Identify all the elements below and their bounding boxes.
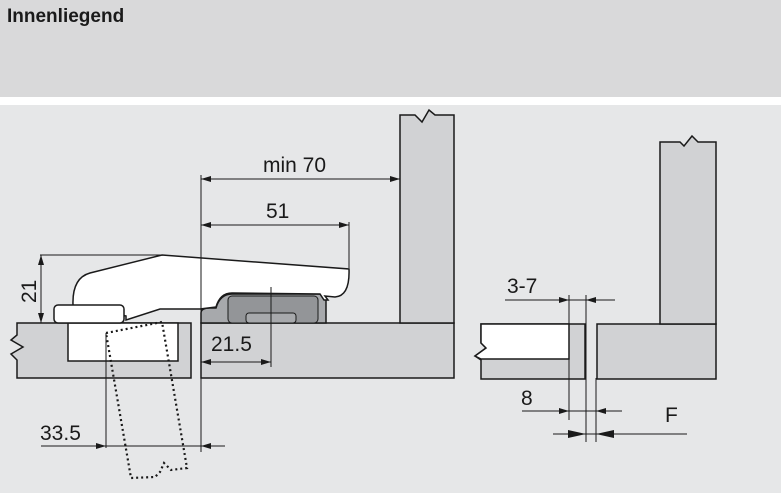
cup-recess <box>67 322 179 362</box>
dim-8-label: 8 <box>521 387 533 410</box>
dim-21-label: 21 <box>18 280 41 303</box>
hinge-diagram: min 70 51 21 21.5 33.5 3-7 8 F <box>0 105 781 493</box>
door-open-outline <box>104 320 189 480</box>
page-title: Innenliegend <box>7 6 125 27</box>
dim-51-label: 51 <box>266 200 289 223</box>
dim-21-5-label: 21.5 <box>211 333 252 356</box>
door-white-face <box>473 323 570 360</box>
dim-min70-label: min 70 <box>263 154 326 177</box>
hinge-cup-cap <box>53 304 125 324</box>
cabinet-side-right <box>596 323 717 380</box>
header-bar: Innenliegend <box>0 0 781 97</box>
dim-33-5-label: 33.5 <box>40 422 81 445</box>
right-dimensions <box>505 295 687 442</box>
left-dimensions <box>38 175 400 452</box>
cabinet-vertical-panel <box>399 108 455 324</box>
right-view <box>473 134 717 380</box>
dim-3-7-label: 3-7 <box>507 275 537 298</box>
cabinet-vertical-right <box>659 134 717 325</box>
hinge-arm <box>72 254 350 322</box>
dim-F-label: F <box>665 404 678 427</box>
